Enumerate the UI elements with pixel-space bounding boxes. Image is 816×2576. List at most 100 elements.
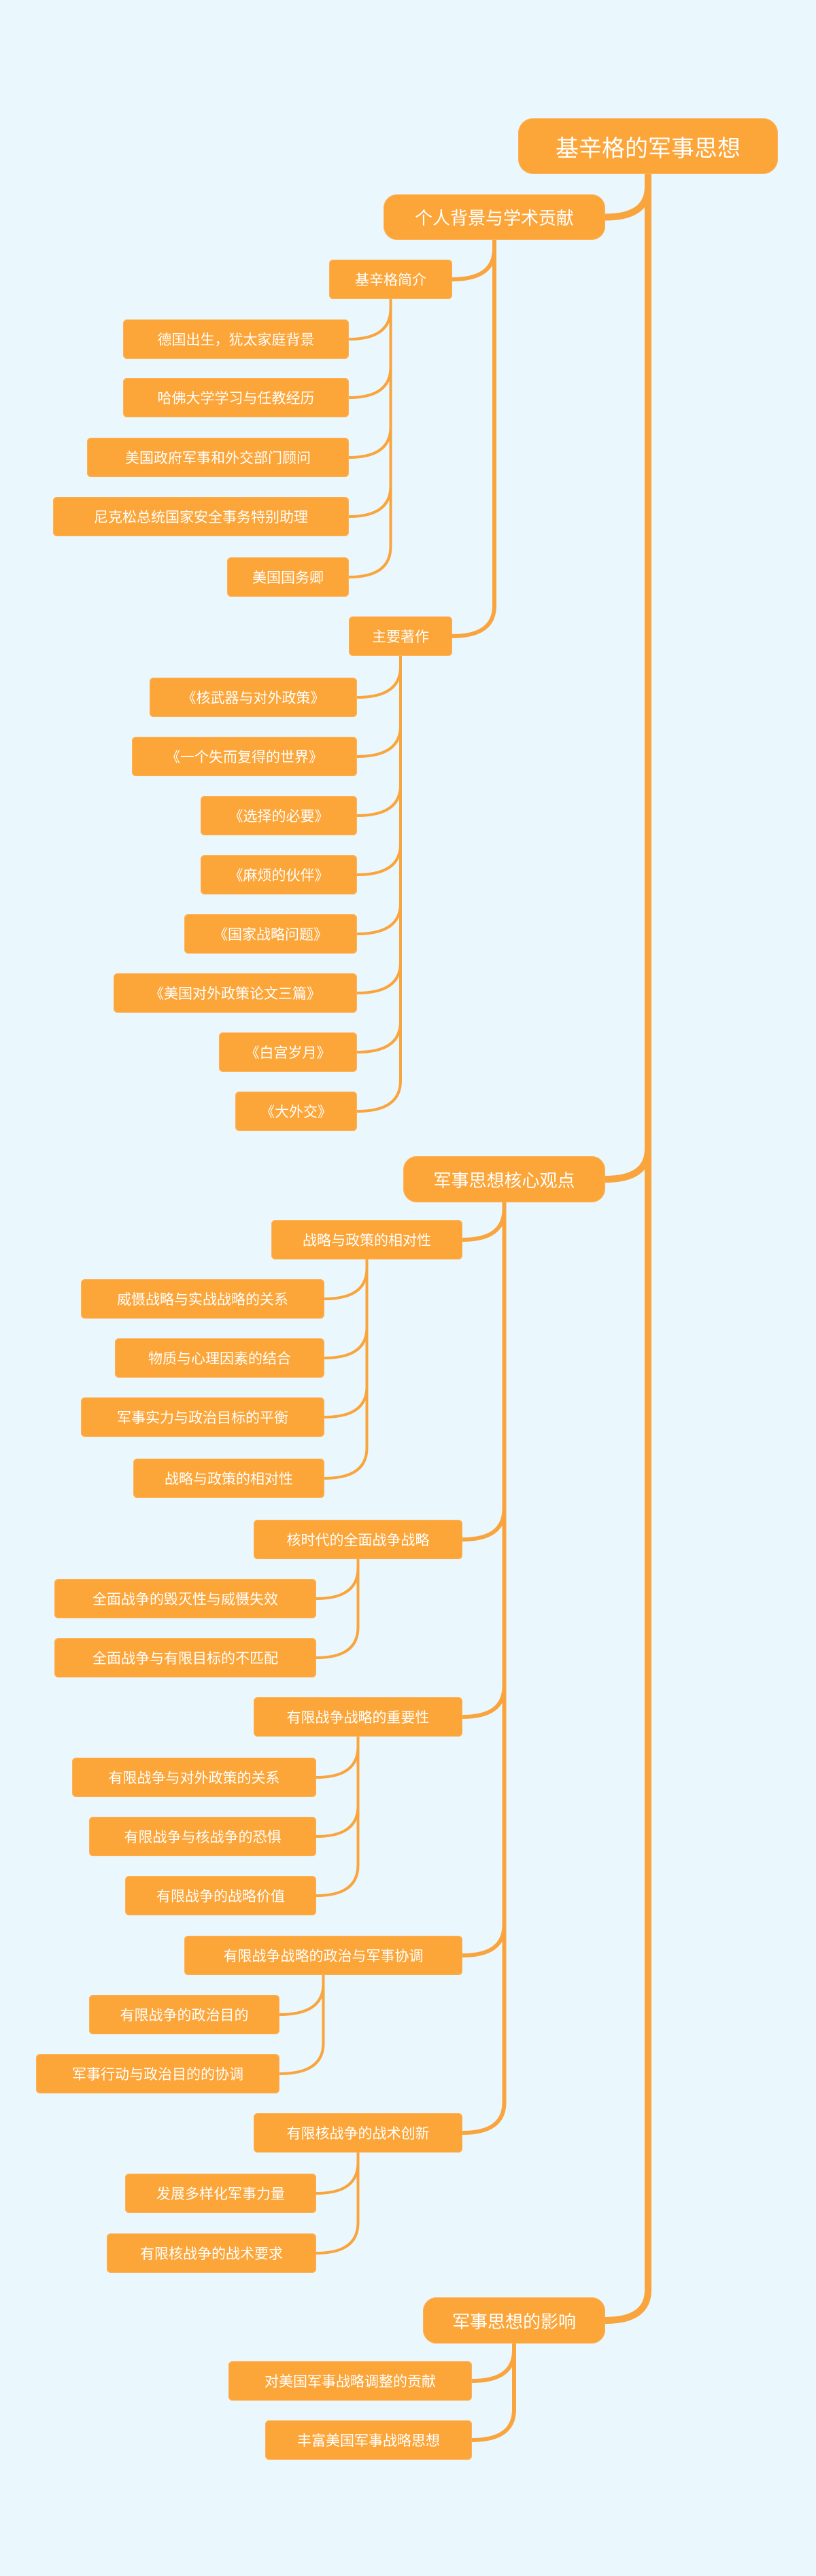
connector-line bbox=[356, 655, 402, 1113]
leaf-topic[interactable]: 《美国对外政策论文三篇》 bbox=[114, 973, 357, 1013]
leaf-topic[interactable]: 《大外交》 bbox=[235, 1092, 357, 1131]
leaf-topic[interactable]: 有限战争的战略价值 bbox=[125, 1876, 316, 1915]
leaf-topic[interactable]: 《核武器与对外政策》 bbox=[150, 678, 357, 717]
connector-line bbox=[450, 238, 496, 638]
topic-label: 哈佛大学学习与任教经历 bbox=[157, 390, 315, 406]
leaf-topic[interactable]: 威慑战略与实战战略的关系 bbox=[81, 1279, 324, 1319]
topic-label: 战略与政策的相对性 bbox=[303, 1232, 431, 1249]
connector-line bbox=[470, 2342, 516, 2383]
connector-line bbox=[356, 655, 402, 876]
connector-line bbox=[356, 655, 402, 699]
connector-line bbox=[356, 655, 402, 758]
subtopic[interactable]: 战略与政策的相对性 bbox=[271, 1220, 462, 1259]
topic-label: 有限战争与对外政策的关系 bbox=[108, 1770, 280, 1786]
topic-label: 有限战争的政治目的 bbox=[120, 2007, 249, 2023]
connector-line bbox=[323, 1258, 369, 1480]
topic-label: 有限战争与核战争的恐惧 bbox=[124, 1829, 282, 1845]
topic-label: 全面战争与有限目标的不匹配 bbox=[92, 1650, 278, 1667]
connector-line bbox=[278, 1974, 325, 2075]
topic-label: 尼克松总统国家安全事务特别助理 bbox=[94, 509, 308, 525]
topic-label: 有限核战争的战术要求 bbox=[140, 2246, 283, 2262]
connector-line bbox=[356, 655, 402, 994]
topic-label: 全面战争的毁灭性与威慑失效 bbox=[92, 1591, 278, 1607]
topic-label: 有限战争战略的重要性 bbox=[286, 1709, 430, 1726]
main-topic[interactable]: 个人背景与学术贡献 bbox=[384, 194, 605, 240]
topic-label: 军事思想核心观点 bbox=[433, 1170, 575, 1191]
leaf-topic[interactable]: 美国国务卿 bbox=[227, 557, 349, 597]
topic-label: 《美国对外政策论文三篇》 bbox=[150, 986, 321, 1002]
connector-line bbox=[450, 238, 496, 281]
connector-line bbox=[470, 2342, 516, 2442]
leaf-topic[interactable]: 美国政府军事和外交部门顾问 bbox=[87, 438, 349, 477]
leaf-topic[interactable]: 全面战争与有限目标的不匹配 bbox=[54, 1638, 316, 1677]
connector-line bbox=[356, 655, 402, 817]
leaf-topic[interactable]: 《国家战略问题》 bbox=[184, 914, 357, 954]
topic-label: 美国国务卿 bbox=[252, 570, 324, 586]
topic-label: 有限战争战略的政治与军事协调 bbox=[223, 1948, 424, 1964]
leaf-topic[interactable]: 发展多样化军事力量 bbox=[125, 2174, 316, 2213]
connector-line bbox=[315, 1735, 360, 1779]
leaf-topic[interactable]: 物质与心理因素的结合 bbox=[115, 1338, 324, 1378]
leaf-topic[interactable]: 《白宫岁月》 bbox=[219, 1032, 357, 1072]
topic-label: 《选择的必要》 bbox=[228, 808, 329, 824]
connector-line bbox=[315, 1735, 360, 1838]
leaf-topic[interactable]: 有限战争的政治目的 bbox=[89, 1995, 279, 2034]
leaf-topic[interactable]: 有限战争与对外政策的关系 bbox=[72, 1758, 316, 1797]
connector-line bbox=[347, 298, 392, 399]
leaf-topic[interactable]: 尼克松总统国家安全事务特别助理 bbox=[53, 497, 349, 536]
connector-line bbox=[460, 1200, 507, 1957]
topic-label: 战略与政策的相对性 bbox=[165, 1471, 293, 1487]
topic-label: 核时代的全面战争战略 bbox=[286, 1532, 430, 1548]
leaf-topic[interactable]: 有限战争与核战争的恐惧 bbox=[89, 1817, 316, 1856]
topic-label: 对美国军事战略调整的贡献 bbox=[265, 2373, 436, 2390]
leaf-topic[interactable]: 《选择的必要》 bbox=[201, 796, 357, 835]
leaf-topic[interactable]: 战略与政策的相对性 bbox=[133, 1459, 324, 1498]
topic-label: 军事行动与政治目的的协调 bbox=[72, 2066, 243, 2083]
main-topic[interactable]: 军事思想核心观点 bbox=[403, 1156, 605, 1202]
leaf-topic[interactable]: 丰富美国军事战略思想 bbox=[265, 2420, 472, 2460]
topic-label: 《核武器与对外政策》 bbox=[182, 690, 325, 706]
topic-label: 物质与心理因素的结合 bbox=[148, 1351, 291, 1367]
leaf-topic[interactable]: 哈佛大学学习与任教经历 bbox=[123, 378, 349, 417]
subtopic[interactable]: 核时代的全面战争战略 bbox=[254, 1520, 462, 1559]
main-topic[interactable]: 军事思想的影响 bbox=[423, 2297, 605, 2344]
leaf-topic[interactable]: 军事实力与政治目标的平衡 bbox=[81, 1397, 324, 1437]
leaf-topic[interactable]: 《一个失而复得的世界》 bbox=[132, 737, 357, 776]
leaf-topic[interactable]: 《麻烦的伙伴》 bbox=[201, 855, 357, 894]
topic-label: 有限核战争的战术创新 bbox=[286, 2125, 430, 2142]
leaf-topic[interactable]: 有限核战争的战术要求 bbox=[107, 2233, 316, 2273]
subtopic[interactable]: 有限战争战略的重要性 bbox=[254, 1697, 462, 1737]
leaf-topic[interactable]: 军事行动与政治目的的协调 bbox=[36, 2054, 279, 2093]
connector-line bbox=[315, 1735, 360, 1897]
subtopic[interactable]: 基辛格简介 bbox=[329, 260, 452, 299]
connector-line bbox=[460, 1200, 507, 1242]
topic-label: 军事实力与政治目标的平衡 bbox=[117, 1410, 288, 1426]
connector-line bbox=[602, 171, 651, 2324]
topic-label: 主要著作 bbox=[372, 629, 429, 645]
connector-line bbox=[315, 1558, 360, 1659]
subtopic[interactable]: 有限核战争的战术创新 bbox=[254, 2113, 462, 2153]
topic-label: 个人背景与学术贡献 bbox=[414, 209, 574, 229]
topic-label: 《白宫岁月》 bbox=[245, 1045, 331, 1061]
connector-line bbox=[323, 1258, 369, 1359]
connector-line bbox=[323, 1258, 369, 1418]
leaf-topic[interactable]: 对美国军事战略调整的贡献 bbox=[228, 2361, 472, 2401]
subtopic[interactable]: 主要著作 bbox=[349, 616, 452, 656]
subtopic[interactable]: 有限战争战略的政治与军事协调 bbox=[184, 1936, 462, 1975]
topic-label: 基辛格的军事思想 bbox=[556, 135, 741, 162]
topic-label: 德国出生，犹太家庭背景 bbox=[157, 332, 315, 348]
root-topic[interactable]: 基辛格的军事思想 bbox=[518, 118, 778, 174]
connector-line bbox=[460, 1200, 507, 1542]
topic-label: 丰富美国军事战略思想 bbox=[297, 2433, 440, 2449]
connector-line bbox=[347, 298, 392, 578]
connector-line bbox=[347, 298, 392, 341]
connector-line bbox=[315, 2151, 360, 2255]
connector-line bbox=[323, 1258, 369, 1300]
leaf-topic[interactable]: 全面战争的毁灭性与威慑失效 bbox=[54, 1579, 316, 1618]
connector-line bbox=[347, 298, 392, 459]
topic-label: 《麻烦的伙伴》 bbox=[228, 867, 329, 884]
topic-label: 《一个失而复得的世界》 bbox=[166, 749, 323, 765]
leaf-topic[interactable]: 德国出生，犹太家庭背景 bbox=[123, 319, 349, 359]
topic-label: 发展多样化军事力量 bbox=[156, 2186, 285, 2202]
